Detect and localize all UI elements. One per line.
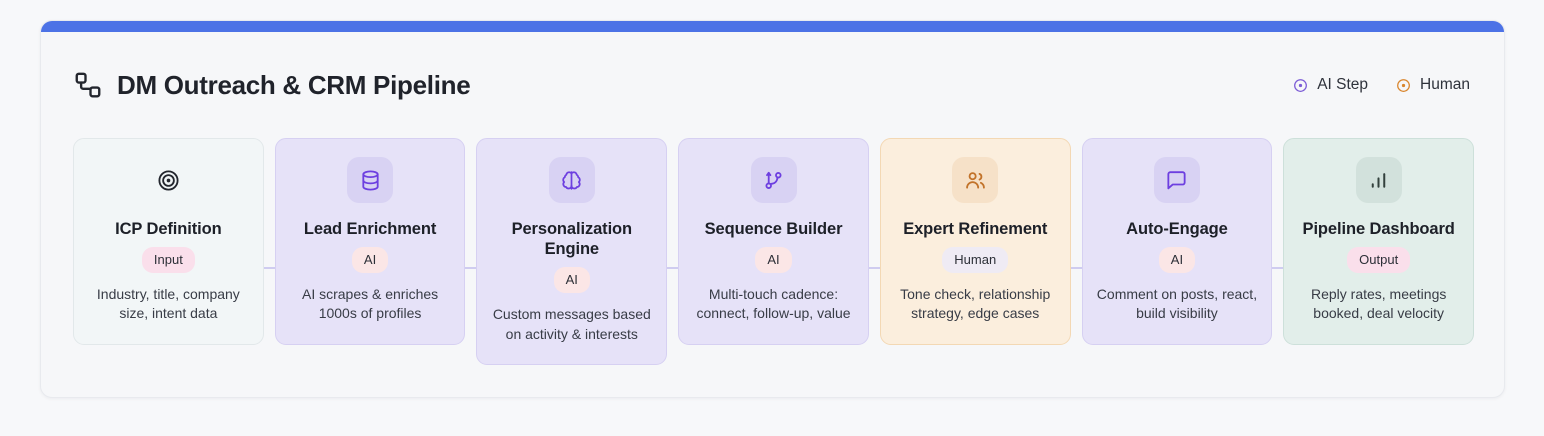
page-title: DM Outreach & CRM Pipeline xyxy=(117,69,471,100)
step-title: Personalization Engine xyxy=(511,220,633,259)
legend-item-human: Human xyxy=(1396,76,1470,94)
legend-label-human: Human xyxy=(1420,76,1470,93)
header-title-group: DM Outreach & CRM Pipeline xyxy=(73,69,471,101)
workflow-nodes-icon xyxy=(73,70,103,100)
step-title: ICP Definition xyxy=(115,220,222,238)
pipeline-step-card-personalization-engine[interactable]: Personalization Engine AI Custom message… xyxy=(476,138,668,365)
step-title: Pipeline Dashboard xyxy=(1302,220,1455,238)
status-badge: AI xyxy=(1158,247,1196,274)
target-icon xyxy=(145,157,191,203)
pipeline-panel: DM Outreach & CRM Pipeline AI Step xyxy=(40,20,1505,398)
git-branch-icon xyxy=(750,157,797,203)
brain-icon xyxy=(548,157,595,203)
users-icon xyxy=(952,157,999,203)
circle-dot-icon-ai xyxy=(1293,78,1308,93)
status-badge: AI xyxy=(755,247,792,274)
legend-item-ai-step: AI Step xyxy=(1293,76,1368,94)
pipeline-step-card-sequence-builder[interactable]: Sequence Builder AI Multi-touch cadence:… xyxy=(678,138,869,345)
status-badge: AI xyxy=(553,267,590,294)
pipeline-step-card-pipeline-dashboard[interactable]: Pipeline Dashboard Output Reply rates, m… xyxy=(1283,138,1475,345)
panel-header: DM Outreach & CRM Pipeline AI Step xyxy=(41,32,1504,138)
panel-accent-bar xyxy=(41,21,1504,32)
step-title: Sequence Builder xyxy=(704,220,843,238)
pipeline-step-card-auto-engage[interactable]: Auto-Engage AI Comment on posts, react, … xyxy=(1081,138,1273,345)
status-badge: Human xyxy=(942,247,1009,274)
status-badge: AI xyxy=(351,247,389,274)
message-square-icon xyxy=(1153,157,1200,203)
step-description: AI scrapes & enriches 1000s of profiles xyxy=(301,286,439,322)
step-title: Auto-Engage xyxy=(1126,220,1228,238)
pipeline-step-card-icp-definition[interactable]: ICP Definition Input Industry, title, co… xyxy=(73,138,264,345)
status-badge: Output xyxy=(1347,247,1411,274)
pipeline-flow: ICP Definition Input Industry, title, co… xyxy=(73,138,1475,386)
status-badge: Input xyxy=(141,247,195,274)
step-description: Comment on posts, react, build visibilit… xyxy=(1096,286,1258,322)
legend: AI Step Human xyxy=(1293,76,1470,94)
step-description: Multi-touch cadence: connect, follow-up,… xyxy=(696,286,851,322)
step-title: Expert Refinement xyxy=(903,220,1048,238)
pipeline-step-list: ICP Definition Input Industry, title, co… xyxy=(73,138,1475,365)
bar-chart-icon xyxy=(1355,157,1402,203)
step-description: Custom messages based on activity & inte… xyxy=(492,306,651,342)
step-description: Reply rates, meetings booked, deal veloc… xyxy=(1310,286,1447,322)
pipeline-step-card-lead-enrichment[interactable]: Lead Enrichment AI AI scrapes & enriches… xyxy=(274,138,466,345)
circle-dot-icon-human xyxy=(1396,78,1411,93)
step-description: Industry, title, company size, intent da… xyxy=(96,286,240,322)
legend-label-ai-step: AI Step xyxy=(1317,76,1369,93)
step-description: Tone check, relationship strategy, edge … xyxy=(900,286,1051,322)
step-title: Lead Enrichment xyxy=(303,220,437,238)
pipeline-step-card-expert-refinement[interactable]: Expert Refinement Human Tone check, rela… xyxy=(879,138,1071,345)
database-icon xyxy=(347,157,394,203)
